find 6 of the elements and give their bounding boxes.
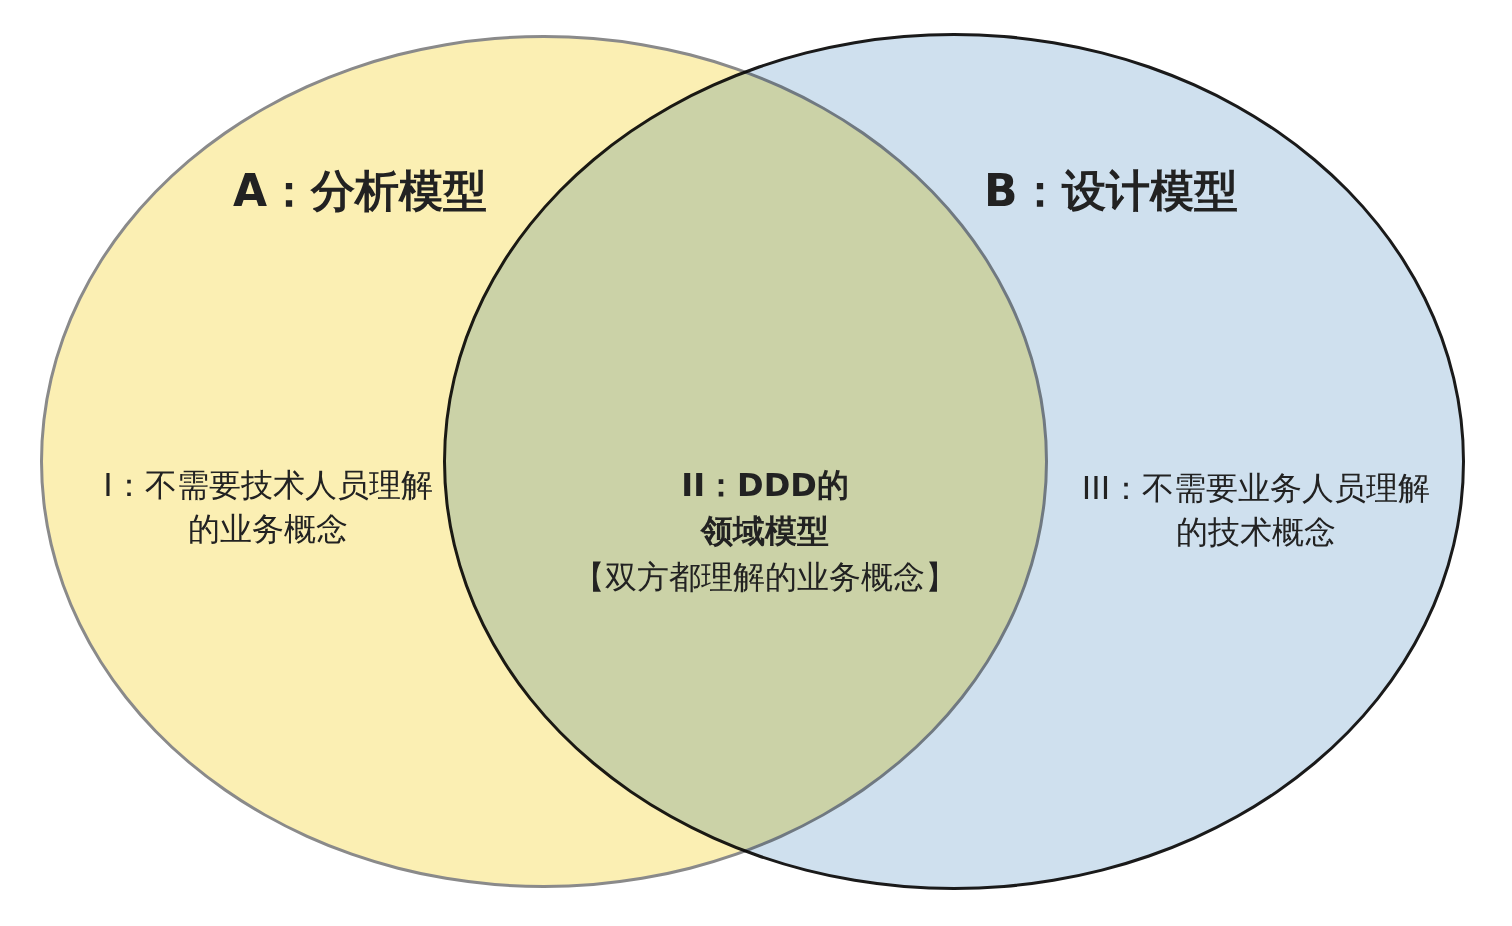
set-description: I：不需要技术人员理解的业务概念: [102, 465, 434, 550]
set-title: B：设计模型: [984, 164, 1238, 218]
set-description: III：不需要业务人员理解的技术概念: [1081, 468, 1431, 553]
intersection-title: II：DDD的领域模型: [680, 465, 850, 552]
intersection-description: 【双方都理解的业务概念】: [573, 557, 957, 598]
set-title: A：分析模型: [233, 164, 488, 218]
